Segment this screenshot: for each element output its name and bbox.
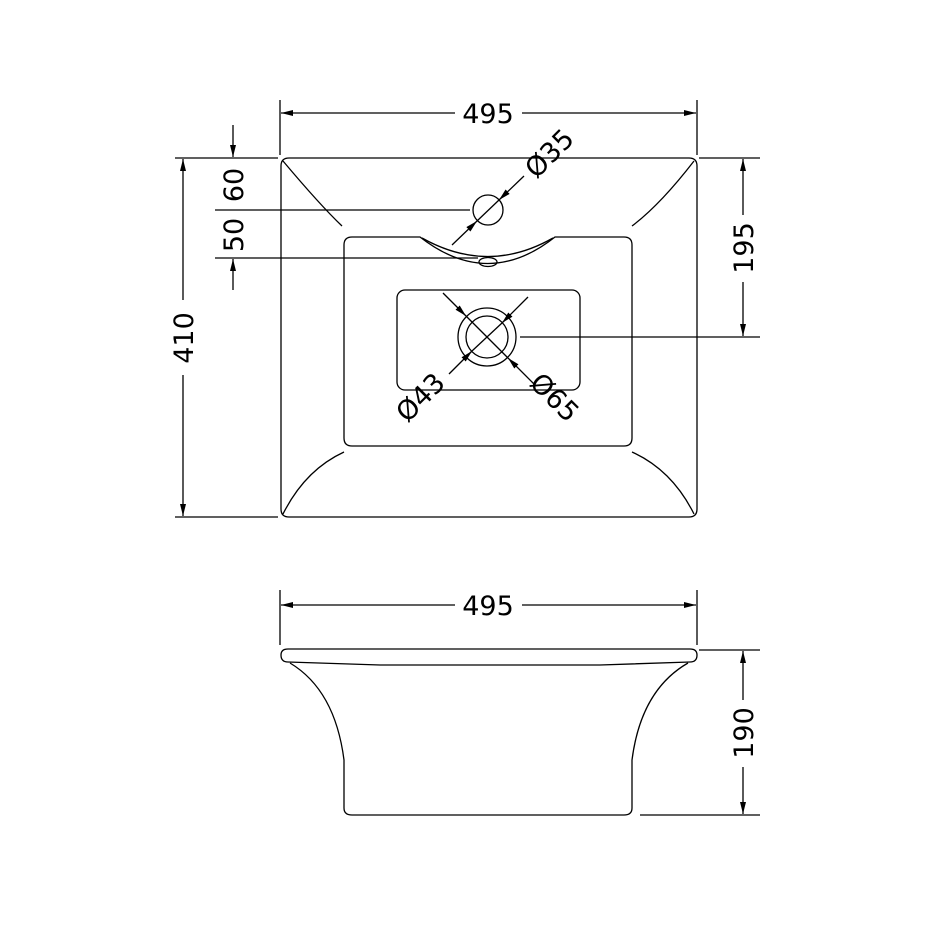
overflow-hole xyxy=(478,256,498,268)
waste-inner xyxy=(465,315,509,359)
side-width-label: 495 xyxy=(462,591,514,622)
basin-rim xyxy=(280,648,698,666)
drain-recess xyxy=(396,289,581,391)
corner-curve-tl xyxy=(282,160,343,227)
corner-curve-bl xyxy=(282,451,345,515)
height-label: 190 xyxy=(729,707,760,759)
basin-body xyxy=(289,662,689,816)
corner-curve-tr xyxy=(631,160,695,227)
overflow-offset-label: 50 xyxy=(219,218,250,252)
waste-offset-label: 195 xyxy=(729,222,760,274)
basin-inner-bowl xyxy=(343,236,633,447)
overflow-lip xyxy=(421,237,554,258)
basin-outer-outline xyxy=(280,157,698,518)
side-view: 495 190 xyxy=(279,590,760,816)
tap-offset-label: 60 xyxy=(219,168,250,202)
top-view: 495 410 60 50 195 Ø35 Ø43 Ø65 xyxy=(169,99,760,518)
waste-outer xyxy=(457,307,517,367)
tap-hole xyxy=(472,194,504,226)
waste-outer-label: Ø65 xyxy=(523,367,584,428)
depth-label: 410 xyxy=(169,312,200,364)
corner-curve-br xyxy=(631,451,695,515)
waste-inner-label: Ø43 xyxy=(390,367,451,428)
tap-hole-label: Ø35 xyxy=(519,123,580,184)
width-label: 495 xyxy=(462,99,514,130)
